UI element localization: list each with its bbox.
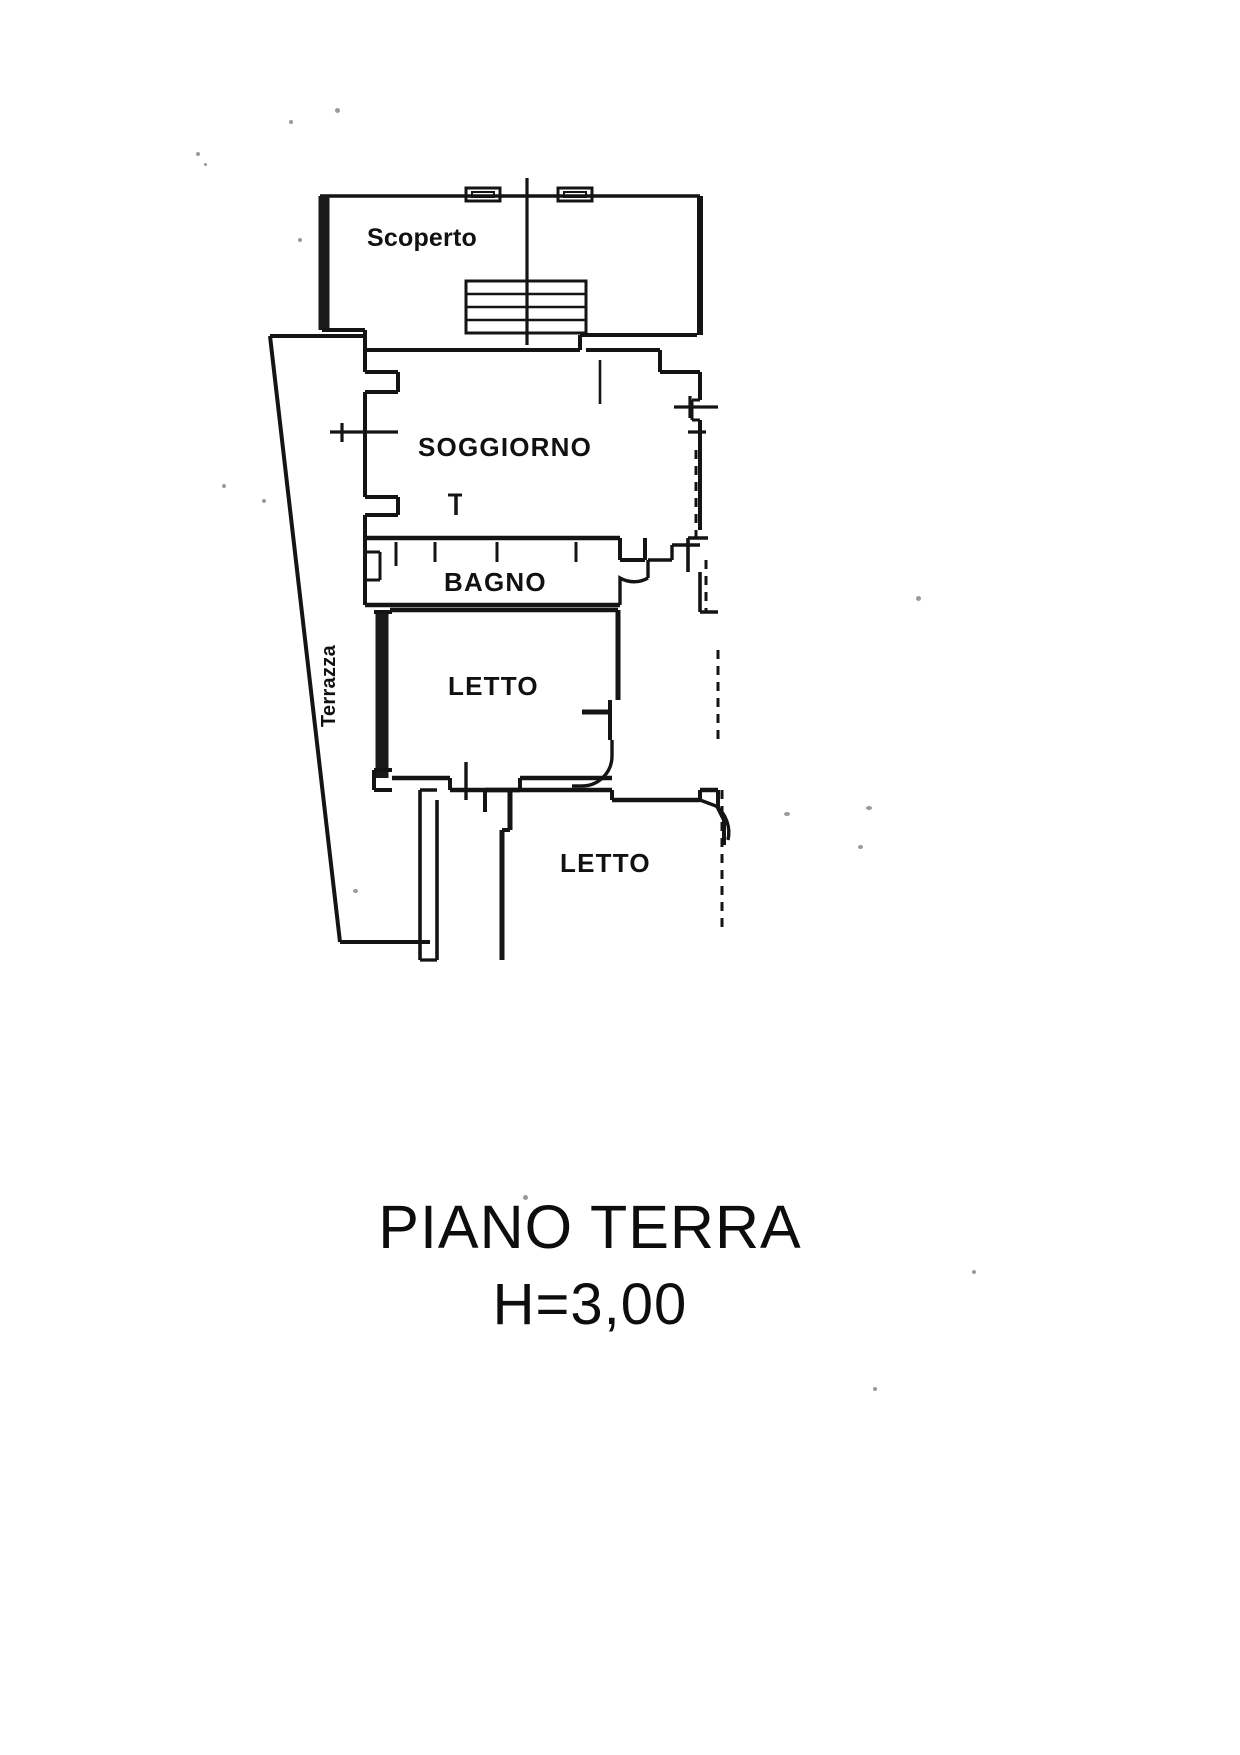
floor-plan-drawing — [268, 178, 731, 962]
room-label-scoperto: Scoperto — [367, 224, 477, 252]
title-block: PIANO TERRA H=3,00 — [0, 1195, 1240, 1337]
scan-speck — [289, 120, 293, 124]
bagno-outline — [363, 493, 647, 608]
scan-speck — [784, 812, 790, 816]
room-label-letto-2: LETTO — [560, 848, 651, 878]
scan-speck — [916, 596, 921, 601]
staircase — [464, 279, 588, 335]
corridor-outline — [418, 788, 439, 962]
scan-speck — [858, 845, 863, 849]
door-swing-bagno — [618, 543, 700, 605]
right-notch-bagno — [686, 536, 718, 614]
scan-speck — [972, 1270, 976, 1274]
letto2-outline — [483, 787, 726, 960]
page-title: PIANO TERRA — [378, 1193, 802, 1261]
room-label-soggiorno: SOGGIORNO — [418, 432, 593, 462]
ceiling-height-label: H=3,00 — [492, 1272, 688, 1338]
letto1-outline — [372, 607, 621, 793]
scan-speck — [196, 152, 200, 156]
scan-speck — [222, 484, 226, 488]
door-swing-letto2 — [699, 798, 731, 841]
scan-speck — [523, 1195, 528, 1200]
scan-speck — [353, 889, 358, 893]
floor-plan-vector — [268, 178, 731, 962]
scan-speck — [335, 108, 340, 113]
scan-speck — [298, 238, 302, 242]
room-label-terrazza: Terrazza — [318, 645, 340, 728]
door-swing-letto1 — [572, 740, 614, 788]
window-markers-top — [464, 186, 594, 203]
door-marks-soggiorno — [330, 396, 718, 442]
terrace-outline — [268, 334, 430, 944]
room-label-letto-1: LETTO — [448, 671, 539, 701]
scan-speck — [873, 1387, 877, 1391]
scan-speck — [204, 163, 207, 166]
scoperto-outline — [318, 194, 703, 352]
scan-speck — [866, 806, 872, 810]
soggiorno-outline — [363, 348, 702, 538]
room-label-bagno: BAGNO — [444, 567, 547, 597]
scan-speck — [262, 499, 266, 503]
